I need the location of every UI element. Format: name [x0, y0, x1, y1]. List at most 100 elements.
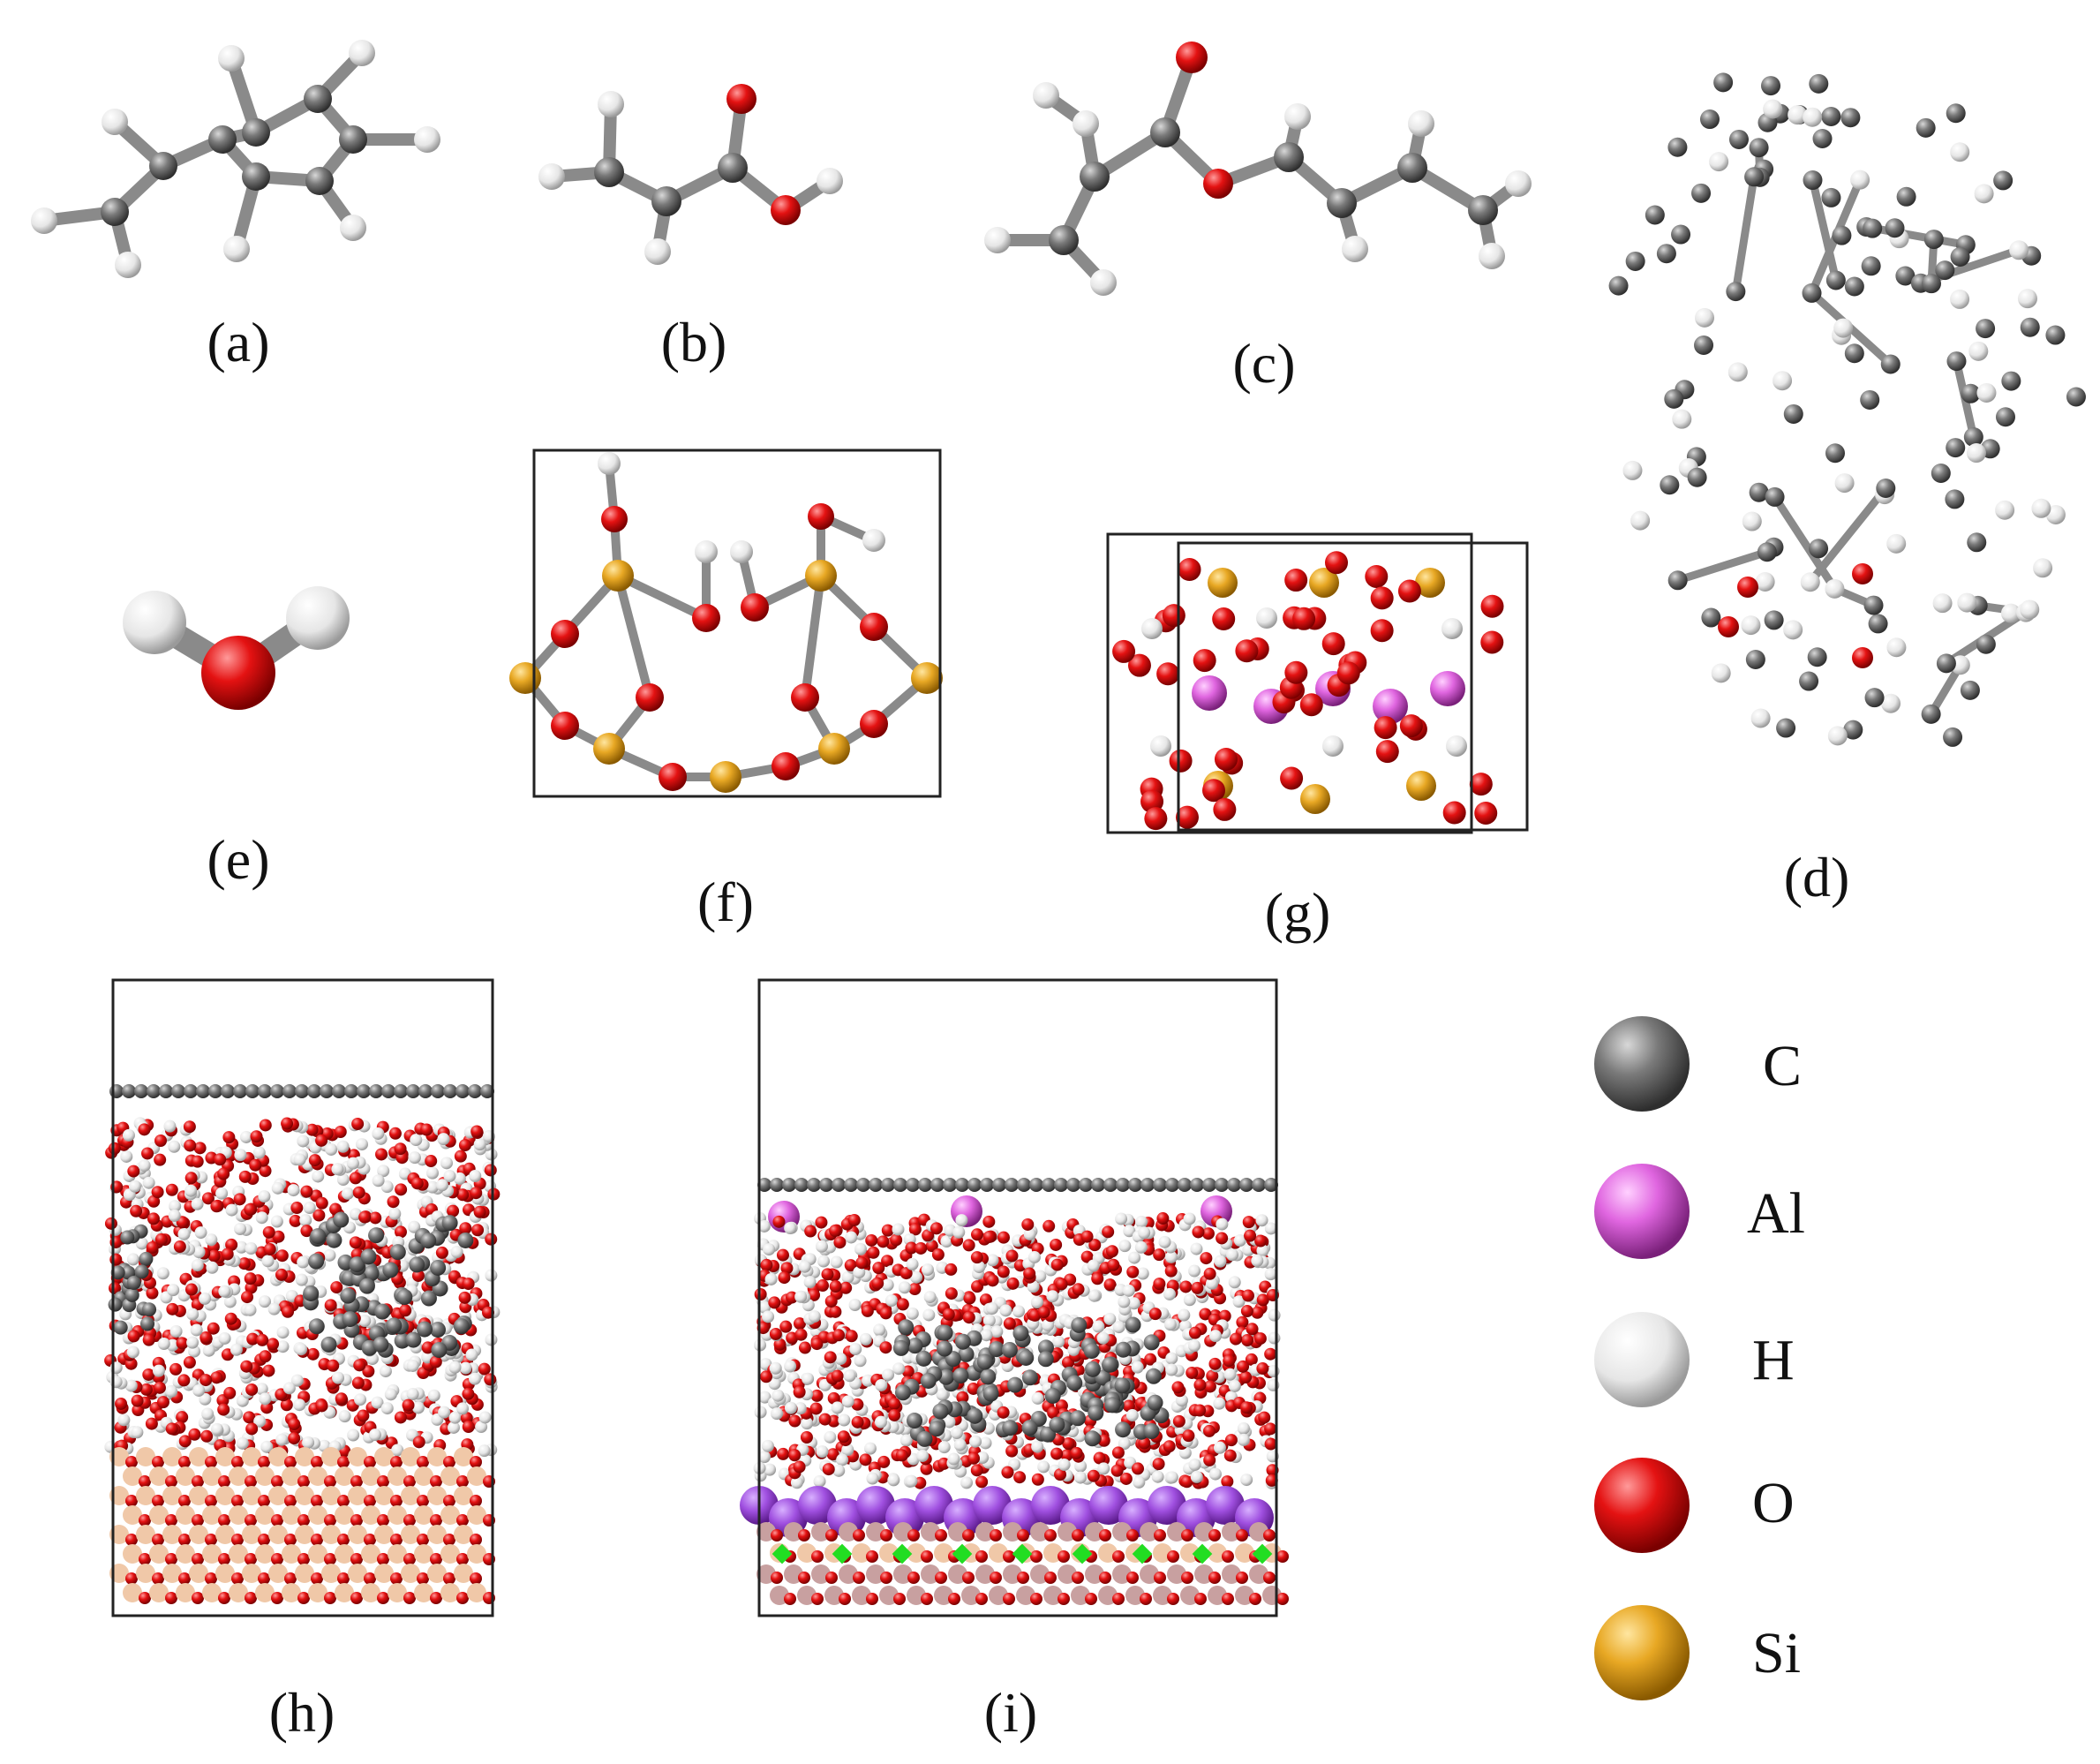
oxygen-atom [990, 1529, 1002, 1542]
hydrogen-atom [1630, 510, 1651, 531]
oxygen-atom [139, 1514, 151, 1527]
carbon-atom [2045, 325, 2066, 345]
carbon-atom [126, 1275, 141, 1290]
oxygen-atom [245, 1514, 257, 1527]
hydrogen-atom [1023, 1227, 1036, 1240]
oxygen-atom [970, 1464, 983, 1477]
oxygen-atom [154, 1135, 168, 1148]
hydrogen-atom [644, 238, 671, 265]
hydrogen-atom [1342, 236, 1368, 262]
hydrogen-atom [790, 1476, 803, 1489]
substrate-silicon-atom [242, 1447, 261, 1466]
oxygen-atom [853, 1572, 865, 1584]
oxygen-atom [890, 1233, 903, 1247]
oxygen-atom [1030, 1550, 1042, 1563]
hydrogen-atom [239, 1130, 252, 1143]
carbon-atom [303, 1285, 320, 1301]
oxygen-atom [1203, 169, 1233, 199]
legend-hydrogen-sphere [1594, 1312, 1690, 1407]
hydrogen-atom [1850, 170, 1870, 190]
oxygen-atom [786, 1291, 799, 1304]
oxygen-atom [824, 1294, 838, 1308]
hydrogen-atom [1264, 1222, 1277, 1235]
oxygen-atom [1375, 740, 1399, 764]
hydrogen-atom [598, 452, 621, 475]
bond [1674, 547, 1772, 584]
surface-green-atom [1132, 1543, 1153, 1564]
oxygen-atom [895, 1449, 908, 1462]
carbon-atom [308, 1253, 325, 1270]
carbon-atom [1799, 671, 1819, 691]
oxygen-atom [1321, 632, 1345, 656]
oxygen-atom [1087, 1469, 1100, 1482]
carbon-atom [1895, 266, 1916, 286]
hydrogen-atom [358, 1315, 372, 1328]
oxygen-atom [1221, 1475, 1234, 1489]
substrate-silicon-atom [282, 1505, 301, 1525]
oxygen-atom [827, 1391, 840, 1405]
oxygen-atom [1072, 1529, 1084, 1542]
carbon-atom [326, 1232, 342, 1248]
hydrogen-atom [762, 1310, 775, 1323]
hydrogen-atom [758, 1391, 772, 1404]
bond [1862, 222, 1970, 249]
oxygen-atom [430, 1514, 442, 1527]
oxygen-atom [308, 1154, 321, 1167]
hydrogen-atom [380, 1402, 394, 1415]
oxygen-atom [1237, 1360, 1250, 1373]
hydrogen-atom [1158, 1235, 1171, 1248]
substrate-silicon-atom [162, 1525, 182, 1544]
hydrogen-atom [757, 1219, 771, 1233]
substrate-silicon-atom [255, 1466, 275, 1486]
oxygen-atom [324, 1553, 336, 1565]
carbon-atom [429, 1322, 446, 1338]
hydrogen-atom [406, 1388, 419, 1401]
carbon-atom [441, 1215, 458, 1232]
hydrogen-atom [916, 1449, 930, 1462]
hydrogen-atom [1803, 107, 1823, 127]
oxygen-atom [176, 1337, 189, 1350]
oxygen-atom [152, 1572, 164, 1585]
oxygen-atom [177, 1374, 191, 1387]
cell-box-g-back [1177, 541, 1529, 832]
legend-label-oxygen: O [1752, 1471, 1795, 1535]
oxygen-atom [769, 1327, 782, 1340]
carbon-atom [1821, 187, 1841, 207]
oxygen-atom [262, 1364, 275, 1377]
hydrogen-atom [156, 1267, 169, 1280]
hydrogen-atom [234, 1149, 247, 1162]
hydrogen-atom [1103, 1312, 1117, 1325]
oxygen-atom [793, 1317, 806, 1331]
carbon-atom [1699, 109, 1720, 130]
carbon-atom [1125, 1316, 1141, 1333]
oxygen-atom [470, 1125, 484, 1138]
substrate-silicon-atom [242, 1564, 261, 1583]
carbon-atom [1832, 225, 1852, 245]
oxygen-atom [1246, 1323, 1259, 1336]
oxygen-atom [1208, 1357, 1222, 1370]
hydrogen-atom [923, 1291, 937, 1304]
hydrogen-atom [485, 1269, 498, 1282]
oxygen-atom [351, 1376, 365, 1390]
oxygen-atom [975, 1475, 989, 1489]
oxygen-atom [1292, 607, 1316, 630]
oxygen-atom [183, 1356, 196, 1369]
oxygen-atom [1236, 1315, 1249, 1329]
oxygen-atom [156, 1396, 169, 1409]
carbon-atom [794, 1178, 809, 1192]
carbon-atom [1945, 489, 1965, 509]
oxygen-atom [1172, 1414, 1185, 1428]
oxygen-atom [851, 1398, 864, 1411]
hydrogen-atom [1479, 243, 1505, 269]
oxygen-atom [879, 1341, 892, 1354]
carbon-atom [1821, 106, 1841, 126]
carbon-atom [147, 1084, 161, 1098]
hydrogen-atom [803, 1276, 817, 1289]
hydrogen-atom [485, 1333, 498, 1346]
hydrogen-atom [1074, 1459, 1088, 1473]
oxygen-atom [1171, 1381, 1185, 1394]
hydrogen-atom [768, 1377, 781, 1391]
carbon-atom [113, 1320, 128, 1335]
hydrogen-atom [1208, 1467, 1222, 1481]
hydrogen-atom [892, 1223, 905, 1236]
